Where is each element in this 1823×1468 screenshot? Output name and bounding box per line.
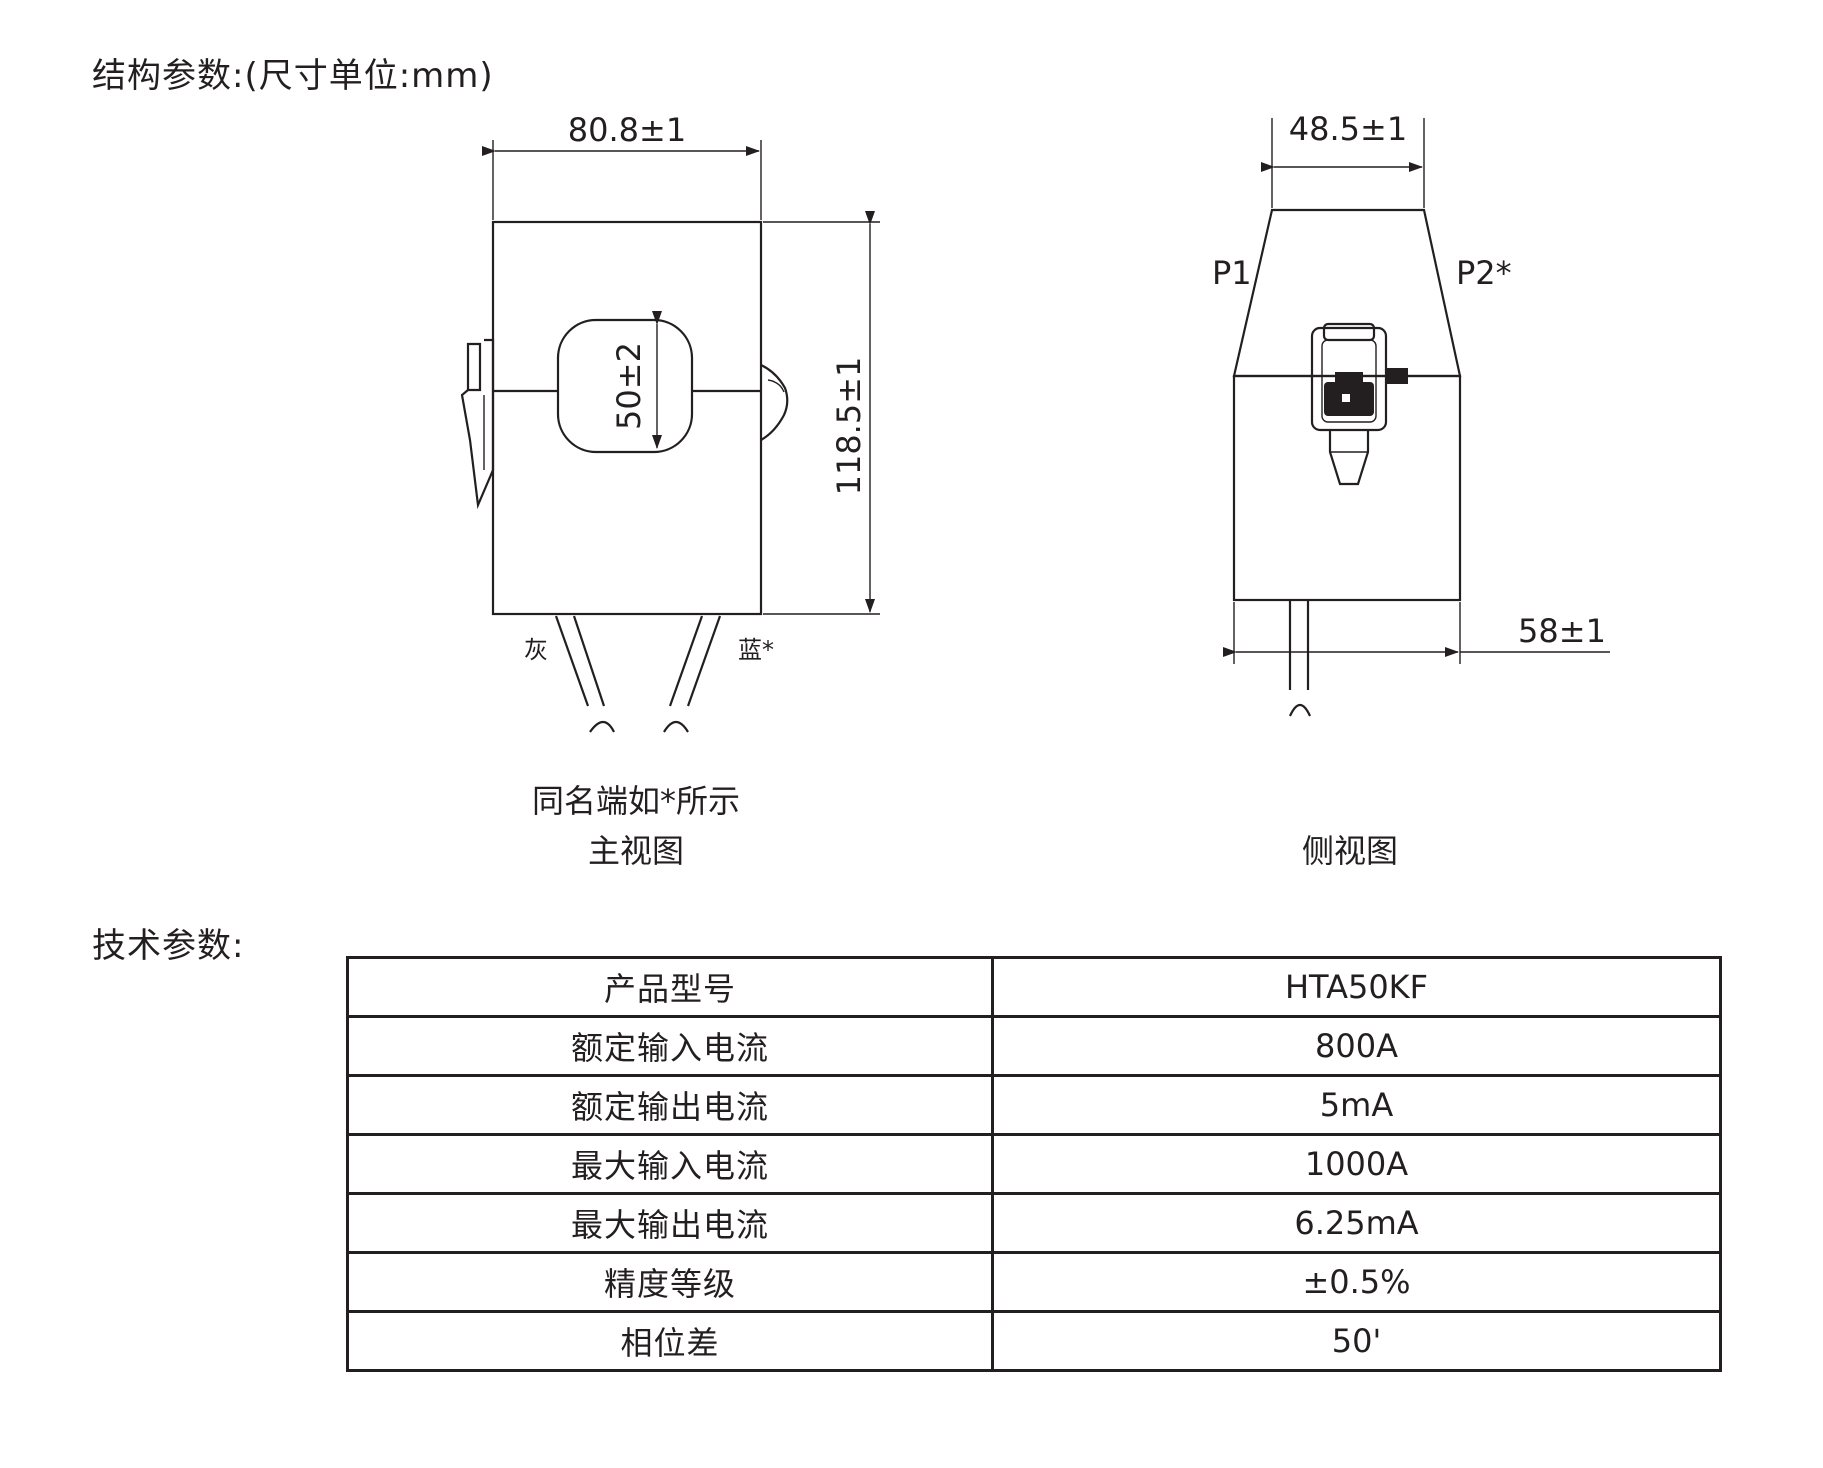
blue-lead-label: 蓝* <box>738 636 774 664</box>
front-width-dimension: 80.8±1 <box>568 111 686 149</box>
param-cell: 精度等级 <box>346 1251 994 1313</box>
technical-drawing: 80.8±1 50±2 118.5±1 灰 蓝* 同名端如*所示 主视图 <box>460 110 1610 870</box>
side-view-drawing: 48.5±1 P1 P2* 58±1 侧视图 <box>1212 110 1610 870</box>
value-cell: 800A <box>991 1015 1722 1077</box>
polarity-note: 同名端如*所示 <box>532 782 740 820</box>
table-row: 相位差 50' <box>346 1310 1722 1372</box>
front-view-caption: 主视图 <box>588 832 684 870</box>
table-row: 额定输出电流 5mA <box>346 1074 1722 1136</box>
table-row: 额定输入电流 800A <box>346 1015 1722 1077</box>
param-cell: 相位差 <box>346 1310 994 1372</box>
gray-lead-label: 灰 <box>524 636 548 664</box>
value-cell: 5mA <box>991 1074 1722 1136</box>
value-cell: 50' <box>991 1310 1722 1372</box>
side-view-caption: 侧视图 <box>1302 832 1398 870</box>
window-dimension: 50±2 <box>610 342 648 430</box>
front-height-dimension: 118.5±1 <box>830 357 868 496</box>
spec-table: 产品型号 HTA50KF 额定输入电流 800A 额定输出电流 5mA 最大输入… <box>346 956 1722 1372</box>
value-cell: 1000A <box>991 1133 1722 1195</box>
table-row: 最大输出电流 6.25mA <box>346 1192 1722 1254</box>
side-bottom-dimension: 58±1 <box>1518 612 1606 650</box>
param-cell: 额定输入电流 <box>346 1015 994 1077</box>
value-cell: ±0.5% <box>991 1251 1722 1313</box>
front-view-drawing: 80.8±1 50±2 118.5±1 灰 蓝* 同名端如*所示 主视图 <box>460 111 880 870</box>
p2-label: P2* <box>1456 254 1512 292</box>
structure-parameters-heading: 结构参数:(尺寸单位:mm) <box>92 56 494 96</box>
table-row: 产品型号 HTA50KF <box>346 956 1722 1018</box>
side-top-dimension: 48.5±1 <box>1289 110 1407 148</box>
param-cell: 产品型号 <box>346 956 994 1018</box>
value-cell: HTA50KF <box>991 956 1722 1018</box>
value-cell: 6.25mA <box>991 1192 1722 1254</box>
p1-label: P1 <box>1212 254 1252 292</box>
param-cell: 最大输出电流 <box>346 1192 994 1254</box>
param-cell: 额定输出电流 <box>346 1074 994 1136</box>
table-row: 精度等级 ±0.5% <box>346 1251 1722 1313</box>
technical-parameters-heading: 技术参数: <box>92 926 245 966</box>
param-cell: 最大输入电流 <box>346 1133 994 1195</box>
table-row: 最大输入电流 1000A <box>346 1133 1722 1195</box>
